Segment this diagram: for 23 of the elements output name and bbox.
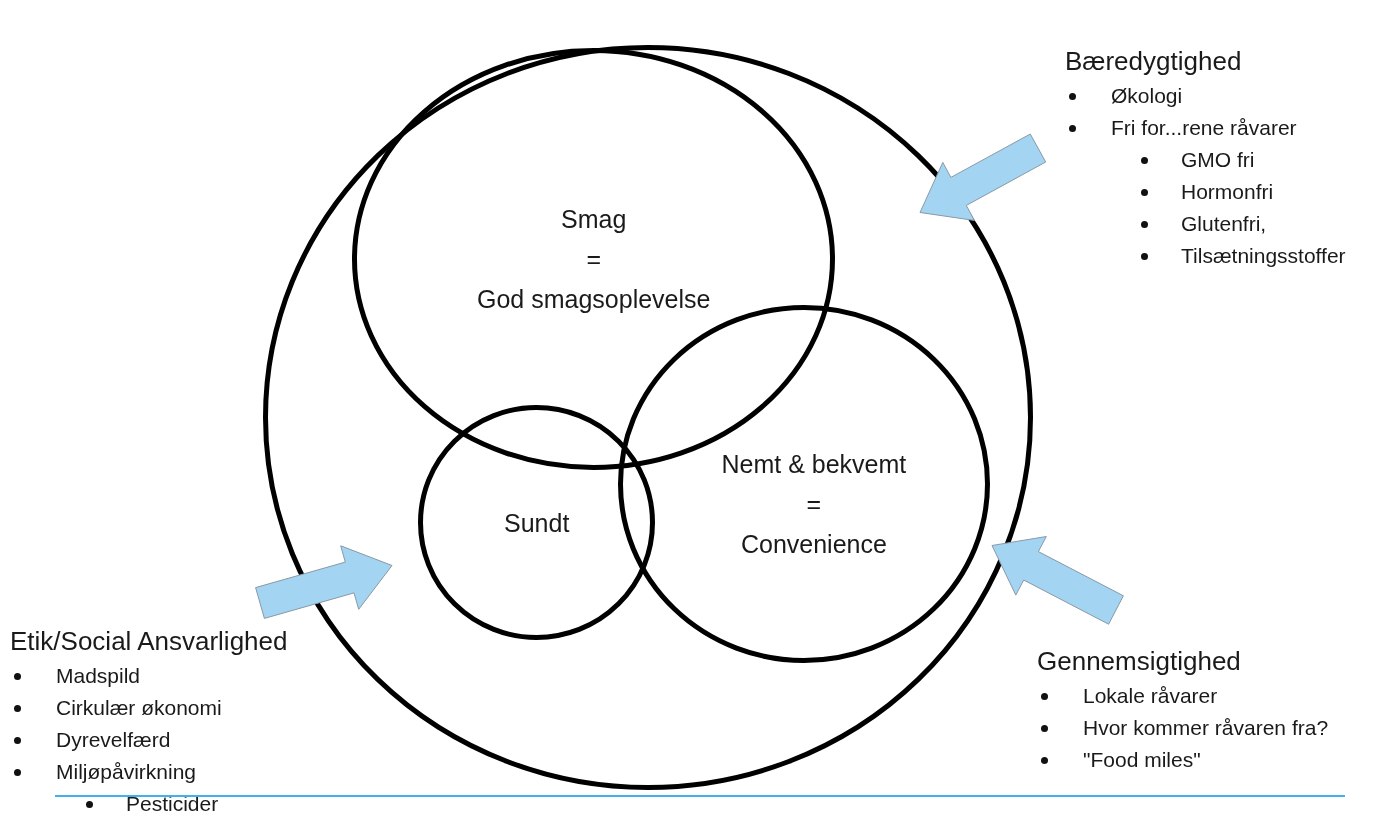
list-item: Tilsætningsstoffer — [1181, 243, 1346, 269]
list-item: Hvor kommer råvaren fra? — [1083, 715, 1329, 741]
list-item: "Food miles" — [1083, 747, 1201, 773]
circle-label: Sundt — [504, 507, 570, 539]
list-item: Fri for...rene råvarer — [1111, 115, 1297, 141]
list-item: Hormonfri — [1181, 179, 1274, 205]
circle-label: Nemt & bekvemt = Convenience — [721, 449, 907, 560]
circle-label: Smag = God smagsoplevelse — [477, 204, 711, 315]
list-item: GMO fri — [1181, 147, 1255, 173]
list-heading: Gennemsigtighed — [1037, 645, 1241, 678]
block-arrow — [991, 536, 1124, 625]
block-arrow — [255, 545, 393, 619]
list-item: Økologi — [1111, 83, 1183, 109]
list-item: Glutenfri, — [1181, 211, 1267, 237]
list-item: Madspild — [56, 663, 141, 689]
list-heading: Bæredygtighed — [1065, 45, 1242, 78]
block-arrow — [919, 133, 1047, 221]
list-heading: Etik/Social Ansvarlighed — [10, 625, 288, 658]
list-item: Miljøpåvirkning — [56, 759, 197, 785]
list-item: Dyrevelfærd — [56, 727, 171, 753]
list-item: Lokale råvarer — [1083, 683, 1218, 709]
list-item: Pesticider — [126, 791, 219, 817]
list-item: Cirkulær økonomi — [56, 695, 222, 721]
